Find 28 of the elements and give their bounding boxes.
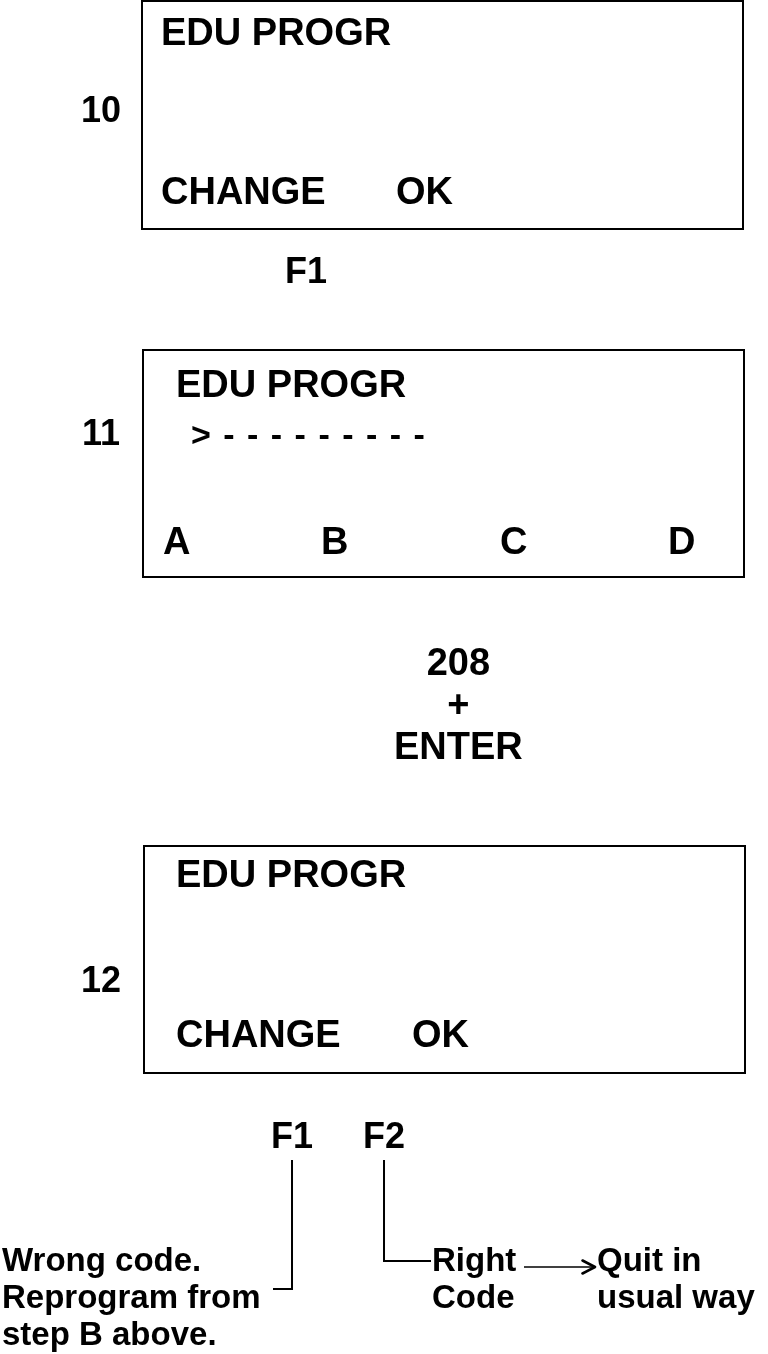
softkey-label: OK [412,1015,469,1053]
note-text: Wrong code. Reprogram from step B above. [2,1241,272,1352]
display-screen [143,845,746,1074]
display-title: EDU PROGR [176,365,407,403]
key-label: F2 [363,1118,405,1154]
display-screen [141,0,744,230]
display-title: EDU PROGR [176,855,407,893]
softkey-label: OK [396,172,453,210]
softkey-label: A [163,522,191,560]
leader-line [383,1159,432,1262]
softkey-label: CHANGE [161,172,326,210]
display-title: EDU PROGR [161,13,392,51]
step-number: 11 [82,415,121,451]
key-label: F1 [271,1118,313,1154]
step-number: 10 [81,92,122,128]
step-number: 12 [81,962,122,998]
note-text: Right Code [432,1241,522,1315]
instruction-text: 208 + ENTER [394,641,523,767]
key-label: F1 [285,253,327,289]
input-prompt: > - - - - - - - - - [191,417,427,451]
display-screen [142,349,745,578]
arrow [523,1259,597,1275]
softkey-label: B [321,522,349,560]
softkey-label: CHANGE [176,1015,341,1053]
softkey-label: C [500,522,528,560]
note-text: Quit in usual way [597,1241,762,1315]
softkey-label: D [668,522,696,560]
leader-line [272,1159,293,1290]
